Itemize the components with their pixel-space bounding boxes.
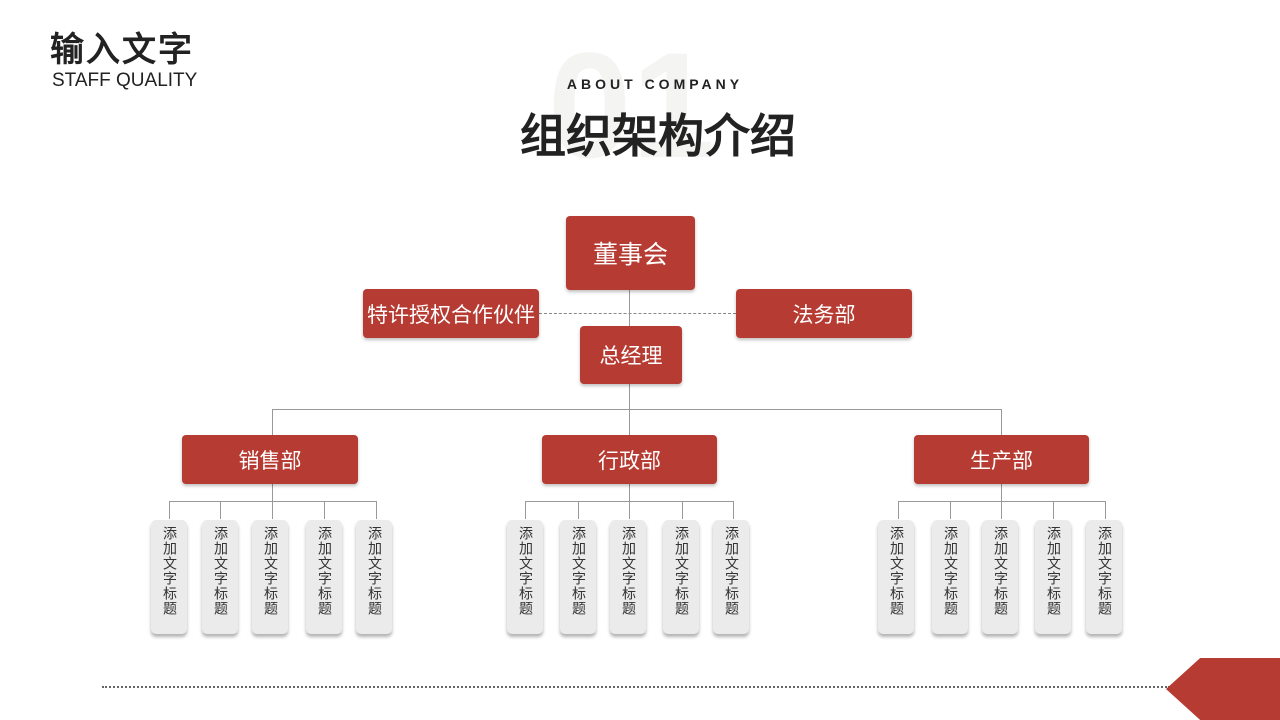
connector-dept-1 <box>272 409 273 435</box>
dept-label: 行政部 <box>598 448 661 473</box>
partner-box: 特许授权合作伙伴 <box>363 289 539 338</box>
dept-label: 销售部 <box>238 448 302 473</box>
sub-item-tag: 添加文字标题 <box>151 520 187 634</box>
gm-box: 总经理 <box>580 326 682 384</box>
connector-group-1-tick <box>169 501 170 519</box>
connector-group-2-tick <box>525 501 526 519</box>
sub-item-tag: 添加文字标题 <box>878 520 914 634</box>
connector-group-1-down <box>272 484 273 501</box>
connector-group-2-tick <box>733 501 734 519</box>
connector-group-3-bar <box>898 501 1106 502</box>
connector-dept-bar <box>272 409 1002 410</box>
connector-board-gm <box>629 290 630 326</box>
sub-item-tag: 添加文字标题 <box>610 520 646 634</box>
eyebrow-label: ABOUT COMPANY <box>566 76 744 92</box>
connector-group-3-down <box>1001 484 1002 501</box>
sub-item-label: 添加文字标题 <box>316 526 332 616</box>
gm-label: 总经理 <box>599 344 663 368</box>
connector-group-3-tick <box>950 501 951 519</box>
sub-item-label: 添加文字标题 <box>992 526 1008 616</box>
corner-subtitle: STAFF QUALITY <box>52 70 198 91</box>
sub-item-label: 添加文字标题 <box>942 526 958 616</box>
connector-dept-2 <box>629 409 630 435</box>
sub-item-tag: 添加文字标题 <box>356 520 392 634</box>
connector-group-2-tick <box>629 501 630 519</box>
legal-label: 法务部 <box>792 302 856 327</box>
partner-label: 特许授权合作伙伴 <box>367 302 535 327</box>
board-box: 董事会 <box>566 216 695 290</box>
watermark-number: 01 <box>548 21 715 189</box>
connector-group-1-tick <box>272 501 273 519</box>
dept-box-sales: 销售部 <box>182 435 358 484</box>
sub-item-label: 添加文字标题 <box>517 526 533 616</box>
sub-item-label: 添加文字标题 <box>1096 526 1112 616</box>
dept-box-admin: 行政部 <box>542 435 717 484</box>
connector-dept-3 <box>1001 409 1002 435</box>
sub-item-tag: 添加文字标题 <box>507 520 543 634</box>
sub-item-label: 添加文字标题 <box>673 526 689 616</box>
sub-item-label: 添加文字标题 <box>366 526 382 616</box>
sub-item-tag: 添加文字标题 <box>560 520 596 634</box>
sub-item-tag: 添加文字标题 <box>306 520 342 634</box>
sub-item-label: 添加文字标题 <box>570 526 586 616</box>
bottom-dotted-rule <box>102 686 1170 688</box>
corner-title: 输入文字 <box>50 30 194 70</box>
sub-item-tag: 添加文字标题 <box>982 520 1018 634</box>
dept-label: 生产部 <box>970 448 1033 473</box>
sub-item-tag: 添加文字标题 <box>932 520 968 634</box>
sub-item-label: 添加文字标题 <box>888 526 904 616</box>
sub-item-label: 添加文字标题 <box>723 526 739 616</box>
connector-gm-down <box>629 384 630 410</box>
sub-item-tag: 添加文字标题 <box>252 520 288 634</box>
board-label: 董事会 <box>592 240 668 269</box>
sub-item-tag: 添加文字标题 <box>663 520 699 634</box>
connector-group-3-tick <box>1105 501 1106 519</box>
connector-group-2-tick <box>682 501 683 519</box>
connector-group-1-tick <box>220 501 221 519</box>
connector-group-1-tick <box>324 501 325 519</box>
connector-group-2-down <box>629 484 630 501</box>
connector-group-1-bar <box>169 501 377 502</box>
sub-item-tag: 添加文字标题 <box>202 520 238 634</box>
connector-group-2-tick <box>578 501 579 519</box>
sub-item-label: 添加文字标题 <box>262 526 278 616</box>
sub-item-tag: 添加文字标题 <box>1086 520 1122 634</box>
sub-item-label: 添加文字标题 <box>161 526 177 616</box>
legal-box: 法务部 <box>736 289 912 338</box>
corner-arrow-shape <box>1166 658 1280 720</box>
connector-side-dashed <box>539 313 736 314</box>
page-title: 组织架构介绍 <box>520 109 796 163</box>
sub-item-tag: 添加文字标题 <box>1035 520 1071 634</box>
connector-group-1-tick <box>376 501 377 519</box>
dept-box-production: 生产部 <box>914 435 1089 484</box>
sub-item-tag: 添加文字标题 <box>713 520 749 634</box>
connector-group-3-tick <box>1053 501 1054 519</box>
connector-group-3-tick <box>1001 501 1002 519</box>
sub-item-label: 添加文字标题 <box>620 526 636 616</box>
connector-group-3-tick <box>898 501 899 519</box>
sub-item-label: 添加文字标题 <box>1045 526 1061 616</box>
sub-item-label: 添加文字标题 <box>212 526 228 616</box>
